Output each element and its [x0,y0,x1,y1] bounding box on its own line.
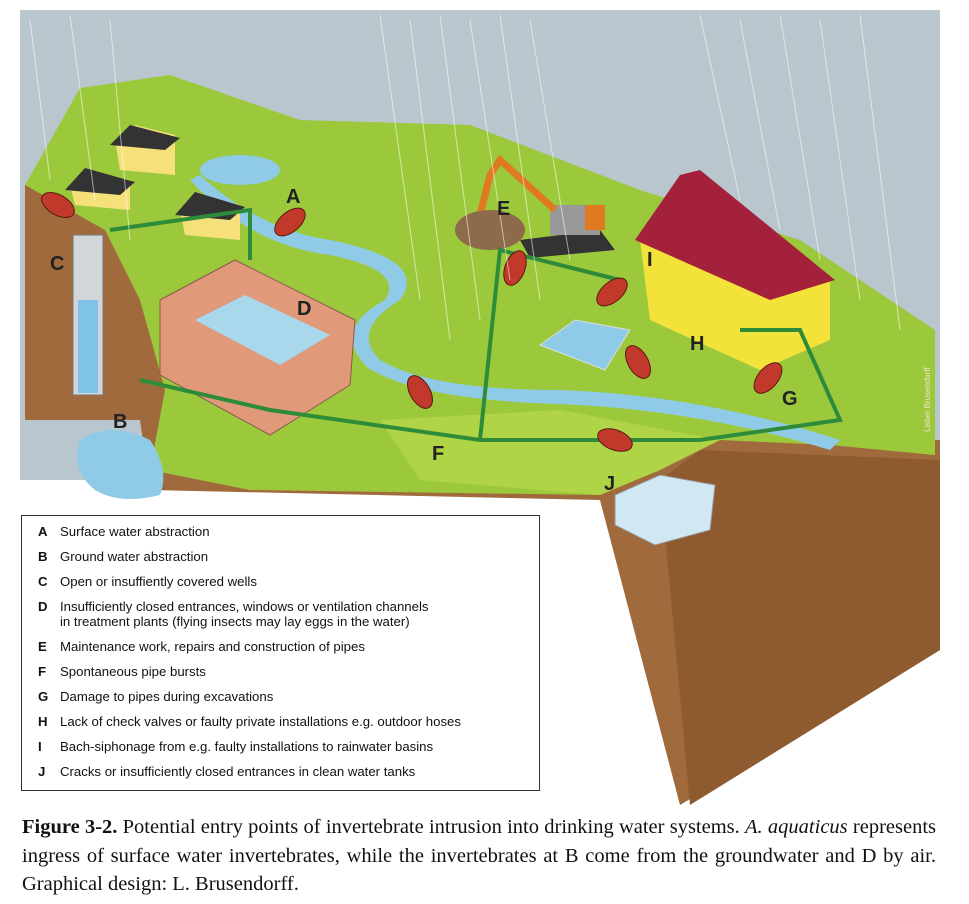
legend-item: J Cracks or insufficiently closed entranc… [38,764,539,779]
pond [200,155,280,185]
map-label-d: D [297,298,311,320]
legend-text: Bach-siphonage from e.g. faulty installa… [60,739,434,754]
legend-text: Ground water abstraction [60,549,209,564]
river [190,175,840,450]
plant-water [195,295,330,365]
map-label-e: E [497,198,510,220]
map-label-a: A [286,186,300,208]
legend-letter: B [38,549,48,564]
groundwater-puddle [77,430,164,499]
map-label-i: I [647,249,653,271]
legend-text: Damage to pipes during excavations [60,689,274,704]
map-label-g: G [782,388,798,410]
legend-letter: J [38,764,46,779]
legend-item: D Insufficiently closed entrances, window… [38,599,539,629]
legend-item: F Spontaneous pipe bursts [38,664,539,679]
legend-item: I Bach-siphonage from e.g. faulty install… [38,739,539,754]
caption-text: Potential entry points of invertebrate i… [117,816,746,838]
map-label-f: F [432,443,444,465]
map-label-c: C [50,253,64,275]
caption-label: Figure 3-2. [22,816,118,838]
legend-letter: E [38,639,47,654]
legend-item: H Lack of check valves or faulty private … [38,714,539,729]
grass-light [380,410,720,495]
legend-text: Maintenance work, repairs and constructi… [60,639,365,654]
houses [65,125,245,240]
legend-letter: H [38,714,48,729]
house-roof [635,170,835,300]
legend-text: Spontaneous pipe bursts [60,664,206,679]
legend-letter: C [38,574,48,589]
illustration-entry-points: A B C D E F G H I J Lisbet Brusendorff [20,10,940,805]
legend-item: B Ground water abstraction [38,549,539,564]
legend-item: A Surface water abstraction [38,524,539,539]
legend-letter: A [38,524,48,539]
map-label-j: J [604,473,615,495]
well-water [78,300,98,393]
legend-letter: F [38,664,47,679]
excavator [455,154,615,258]
figure-caption: Figure 3-2. Potential entry points of in… [22,813,936,899]
legend-letter: D [38,599,48,614]
soil-right-face [660,450,940,805]
legend-letter: I [38,739,42,754]
map-label-h: H [690,333,704,355]
legend-item: E Maintenance work, repairs and construct… [38,639,539,654]
rain [29,14,901,341]
map-label-b: B [113,411,127,433]
legend-letter: G [38,689,49,704]
rainwater-basin [538,319,631,371]
legend-text: Cracks or insufficiently closed entrance… [60,764,416,779]
legend-item: G Damage to pipes during excavations [38,689,539,704]
illustrator-credit: Lisbet Brusendorff [923,366,932,432]
legend-text: Surface water abstraction [60,524,210,539]
legend-box: A Surface water abstraction B Ground water… [21,515,540,791]
caption-species: A. aquaticus [745,816,848,838]
legend-text: Open or insuffiently covered wells [60,574,257,589]
pipes [109,207,843,442]
legend-text: Insufficiently closed entrances, windows… [60,599,429,629]
legend-item: C Open or insuffiently covered wells [38,574,539,589]
legend-text: Lack of check valves or faulty private i… [60,714,461,729]
clean-water-tank [614,474,716,546]
caption-text-2: represents ingress of surface water inve… [22,816,937,895]
